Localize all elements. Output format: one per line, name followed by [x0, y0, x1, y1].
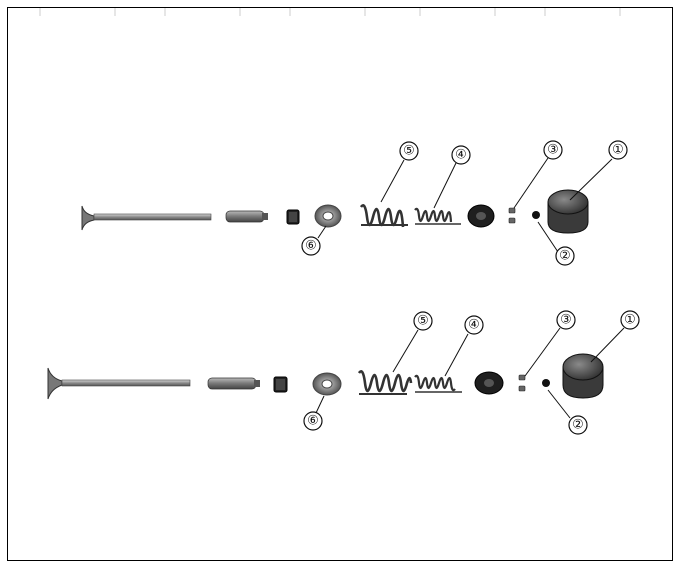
callout-label: ④	[455, 148, 467, 163]
spring-retainer	[474, 371, 504, 395]
leader-lines-lower	[315, 327, 625, 419]
callout-3-upper: ③	[543, 140, 563, 160]
callout-label: ③	[560, 313, 572, 328]
diagram-frame	[7, 7, 673, 561]
callout-4-lower: ④	[464, 315, 484, 335]
callout-label: ⑤	[417, 314, 429, 329]
outer-valve-spring	[359, 204, 408, 228]
callout-6-upper: ⑥	[301, 236, 321, 256]
valve-guide	[225, 210, 268, 223]
inner-valve-spring	[414, 374, 462, 393]
callout-2-upper: ②	[555, 246, 575, 266]
frame-ticks	[39, 8, 621, 16]
valve	[47, 367, 191, 400]
valve-stem-seal	[286, 209, 300, 225]
callout-label: ⑥	[307, 414, 319, 429]
valve-assembly-lower: ① ② ③ ④ ⑤ ⑥	[47, 310, 640, 435]
tappet	[547, 189, 589, 234]
callout-label: ⑥	[305, 239, 317, 254]
spring-seat	[314, 204, 342, 228]
callout-label: ①	[624, 313, 636, 328]
callout-3-lower: ③	[556, 310, 576, 330]
leader-lines-upper	[317, 157, 613, 253]
outer-valve-spring	[357, 370, 413, 395]
callout-label: ④	[468, 318, 480, 333]
shim	[532, 211, 540, 219]
cotters	[518, 374, 526, 392]
callout-4-upper: ④	[451, 145, 471, 165]
spring-retainer	[467, 204, 495, 228]
valve-guide	[207, 377, 260, 390]
cotters	[508, 207, 516, 224]
shim	[542, 379, 550, 387]
callout-1-lower: ①	[620, 310, 640, 330]
callout-label: ②	[572, 418, 584, 433]
spring-seat	[312, 372, 342, 396]
valve	[81, 205, 212, 231]
callout-1-upper: ①	[608, 140, 628, 160]
valve-stem-seal	[273, 376, 288, 393]
valve-assembly-upper: ① ② ③ ④ ⑤ ⑥	[81, 140, 628, 266]
callout-5-upper: ⑤	[399, 141, 419, 161]
callout-6-lower: ⑥	[303, 411, 323, 431]
tappet	[562, 353, 604, 399]
callout-2-lower: ②	[568, 415, 588, 435]
callout-label: ⑤	[403, 144, 415, 159]
callout-label: ①	[612, 143, 624, 158]
callout-5-lower: ⑤	[413, 311, 433, 331]
inner-valve-spring	[414, 207, 461, 225]
callout-label: ③	[547, 143, 559, 158]
callout-label: ②	[559, 249, 571, 264]
